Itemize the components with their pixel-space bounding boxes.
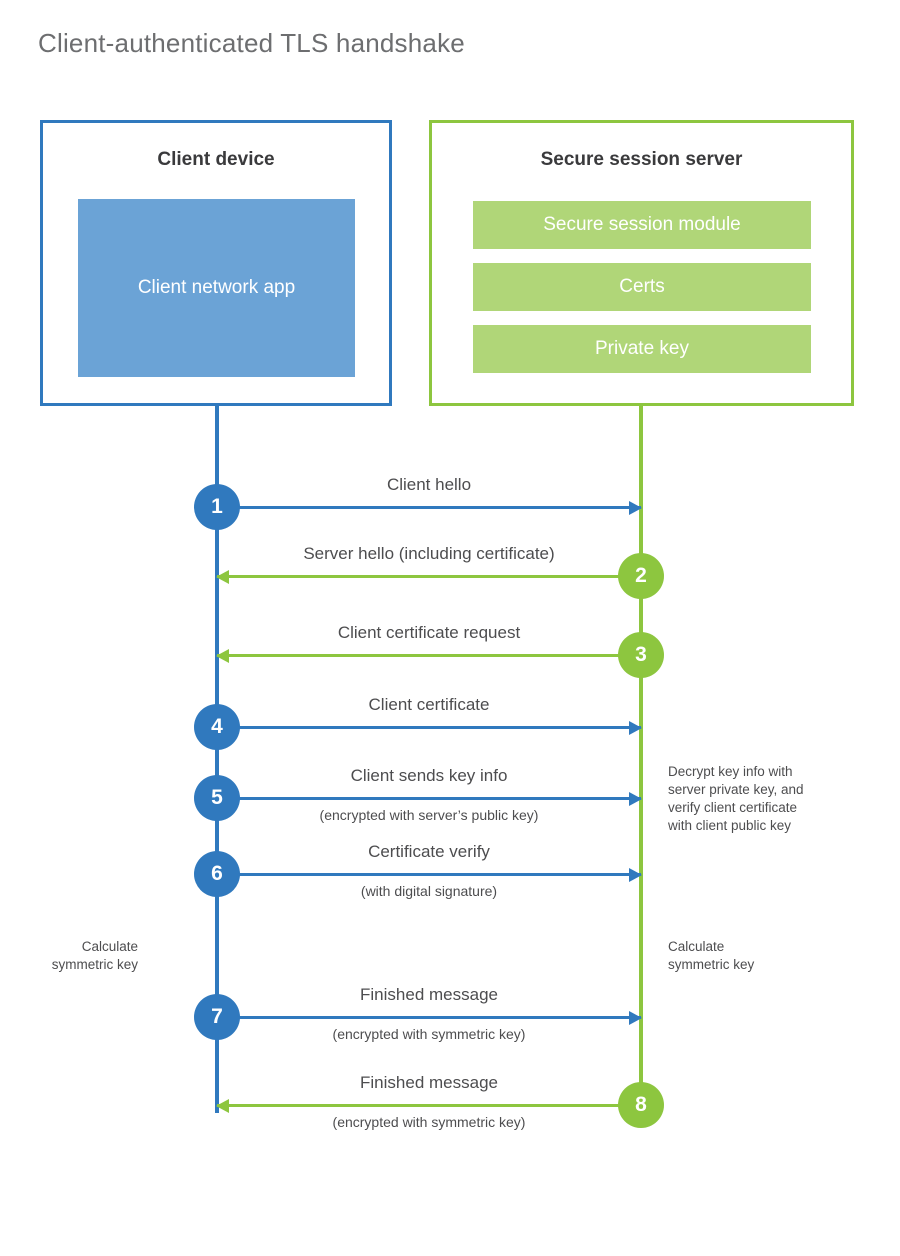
server-block-label: Certs bbox=[619, 276, 665, 297]
message-label: Finished message bbox=[360, 1073, 498, 1092]
message-label: Client hello bbox=[386, 475, 472, 494]
message-sublabel: (encrypted with server’s public key) bbox=[319, 807, 539, 823]
arrow-line bbox=[217, 506, 641, 509]
arrow-head-icon bbox=[629, 1011, 642, 1025]
step-number: 2 bbox=[635, 564, 647, 587]
secure-session-server-panel: Secure session server Secure session mod… bbox=[429, 120, 854, 406]
message-label: Client sends key info bbox=[350, 766, 508, 785]
step-number: 1 bbox=[211, 495, 223, 518]
server-lifeline bbox=[639, 403, 643, 1105]
message-label: Client certificate bbox=[368, 695, 490, 714]
secure-session-server-title: Secure session server bbox=[540, 149, 743, 170]
step-marker-2: 2 bbox=[618, 553, 664, 599]
arrow-head-icon bbox=[629, 721, 642, 735]
step-number: 5 bbox=[211, 786, 223, 809]
step-marker-7: 7 bbox=[194, 994, 240, 1040]
step-marker-6: 6 bbox=[194, 851, 240, 897]
arrow-line bbox=[217, 873, 641, 876]
step-marker-1: 1 bbox=[194, 484, 240, 530]
arrow-line bbox=[217, 1104, 641, 1107]
message-sublabel: (with digital signature) bbox=[360, 883, 498, 899]
server-block-label: Secure session module bbox=[543, 214, 741, 235]
message-label: Finished message bbox=[360, 985, 498, 1004]
note-server-calculate-symmetric-key: Calculate symmetric key bbox=[668, 939, 755, 972]
client-device-title: Client device bbox=[157, 149, 275, 170]
client-network-app-box: Client network app bbox=[78, 199, 355, 377]
message-sublabel: (encrypted with symmetric key) bbox=[332, 1026, 526, 1042]
message-label: Client certificate request bbox=[337, 623, 521, 642]
arrow-head-icon bbox=[216, 649, 229, 663]
message-label: Server hello (including certificate) bbox=[303, 544, 555, 563]
step-marker-3: 3 bbox=[618, 632, 664, 678]
step-marker-4: 4 bbox=[194, 704, 240, 750]
server-block-private-key: Private key bbox=[473, 325, 811, 373]
arrow-line bbox=[217, 726, 641, 729]
message-sublabel: (encrypted with symmetric key) bbox=[332, 1114, 526, 1130]
page-title: Client-authenticated TLS handshake bbox=[38, 28, 465, 58]
client-lifeline bbox=[215, 403, 219, 1113]
server-block-label: Private key bbox=[595, 338, 689, 359]
server-block-secure-session-module: Secure session module bbox=[473, 201, 811, 249]
note-server-decrypt: Decrypt key info with server private key… bbox=[668, 764, 804, 833]
step-marker-5: 5 bbox=[194, 775, 240, 821]
client-device-panel: Client device Client network app bbox=[40, 120, 392, 406]
arrow-head-icon bbox=[629, 501, 642, 515]
note-client-calculate-symmetric-key: Calculate symmetric key bbox=[51, 939, 138, 972]
arrow-line bbox=[217, 1016, 641, 1019]
step-number: 7 bbox=[211, 1005, 223, 1028]
arrow-head-icon bbox=[629, 792, 642, 806]
step-number: 3 bbox=[635, 643, 647, 666]
arrow-line bbox=[217, 654, 641, 657]
message-label: Certificate verify bbox=[368, 842, 490, 861]
server-block-certs: Certs bbox=[473, 263, 811, 311]
arrow-head-icon bbox=[216, 1099, 229, 1113]
arrow-head-icon bbox=[629, 868, 642, 882]
arrow-line bbox=[217, 575, 641, 578]
arrow-head-icon bbox=[216, 570, 229, 584]
step-number: 6 bbox=[211, 862, 223, 885]
step-number: 8 bbox=[635, 1093, 647, 1116]
step-number: 4 bbox=[211, 715, 223, 738]
step-marker-8: 8 bbox=[618, 1082, 664, 1128]
arrow-line bbox=[217, 797, 641, 800]
client-network-app-label: Client network app bbox=[137, 277, 296, 298]
